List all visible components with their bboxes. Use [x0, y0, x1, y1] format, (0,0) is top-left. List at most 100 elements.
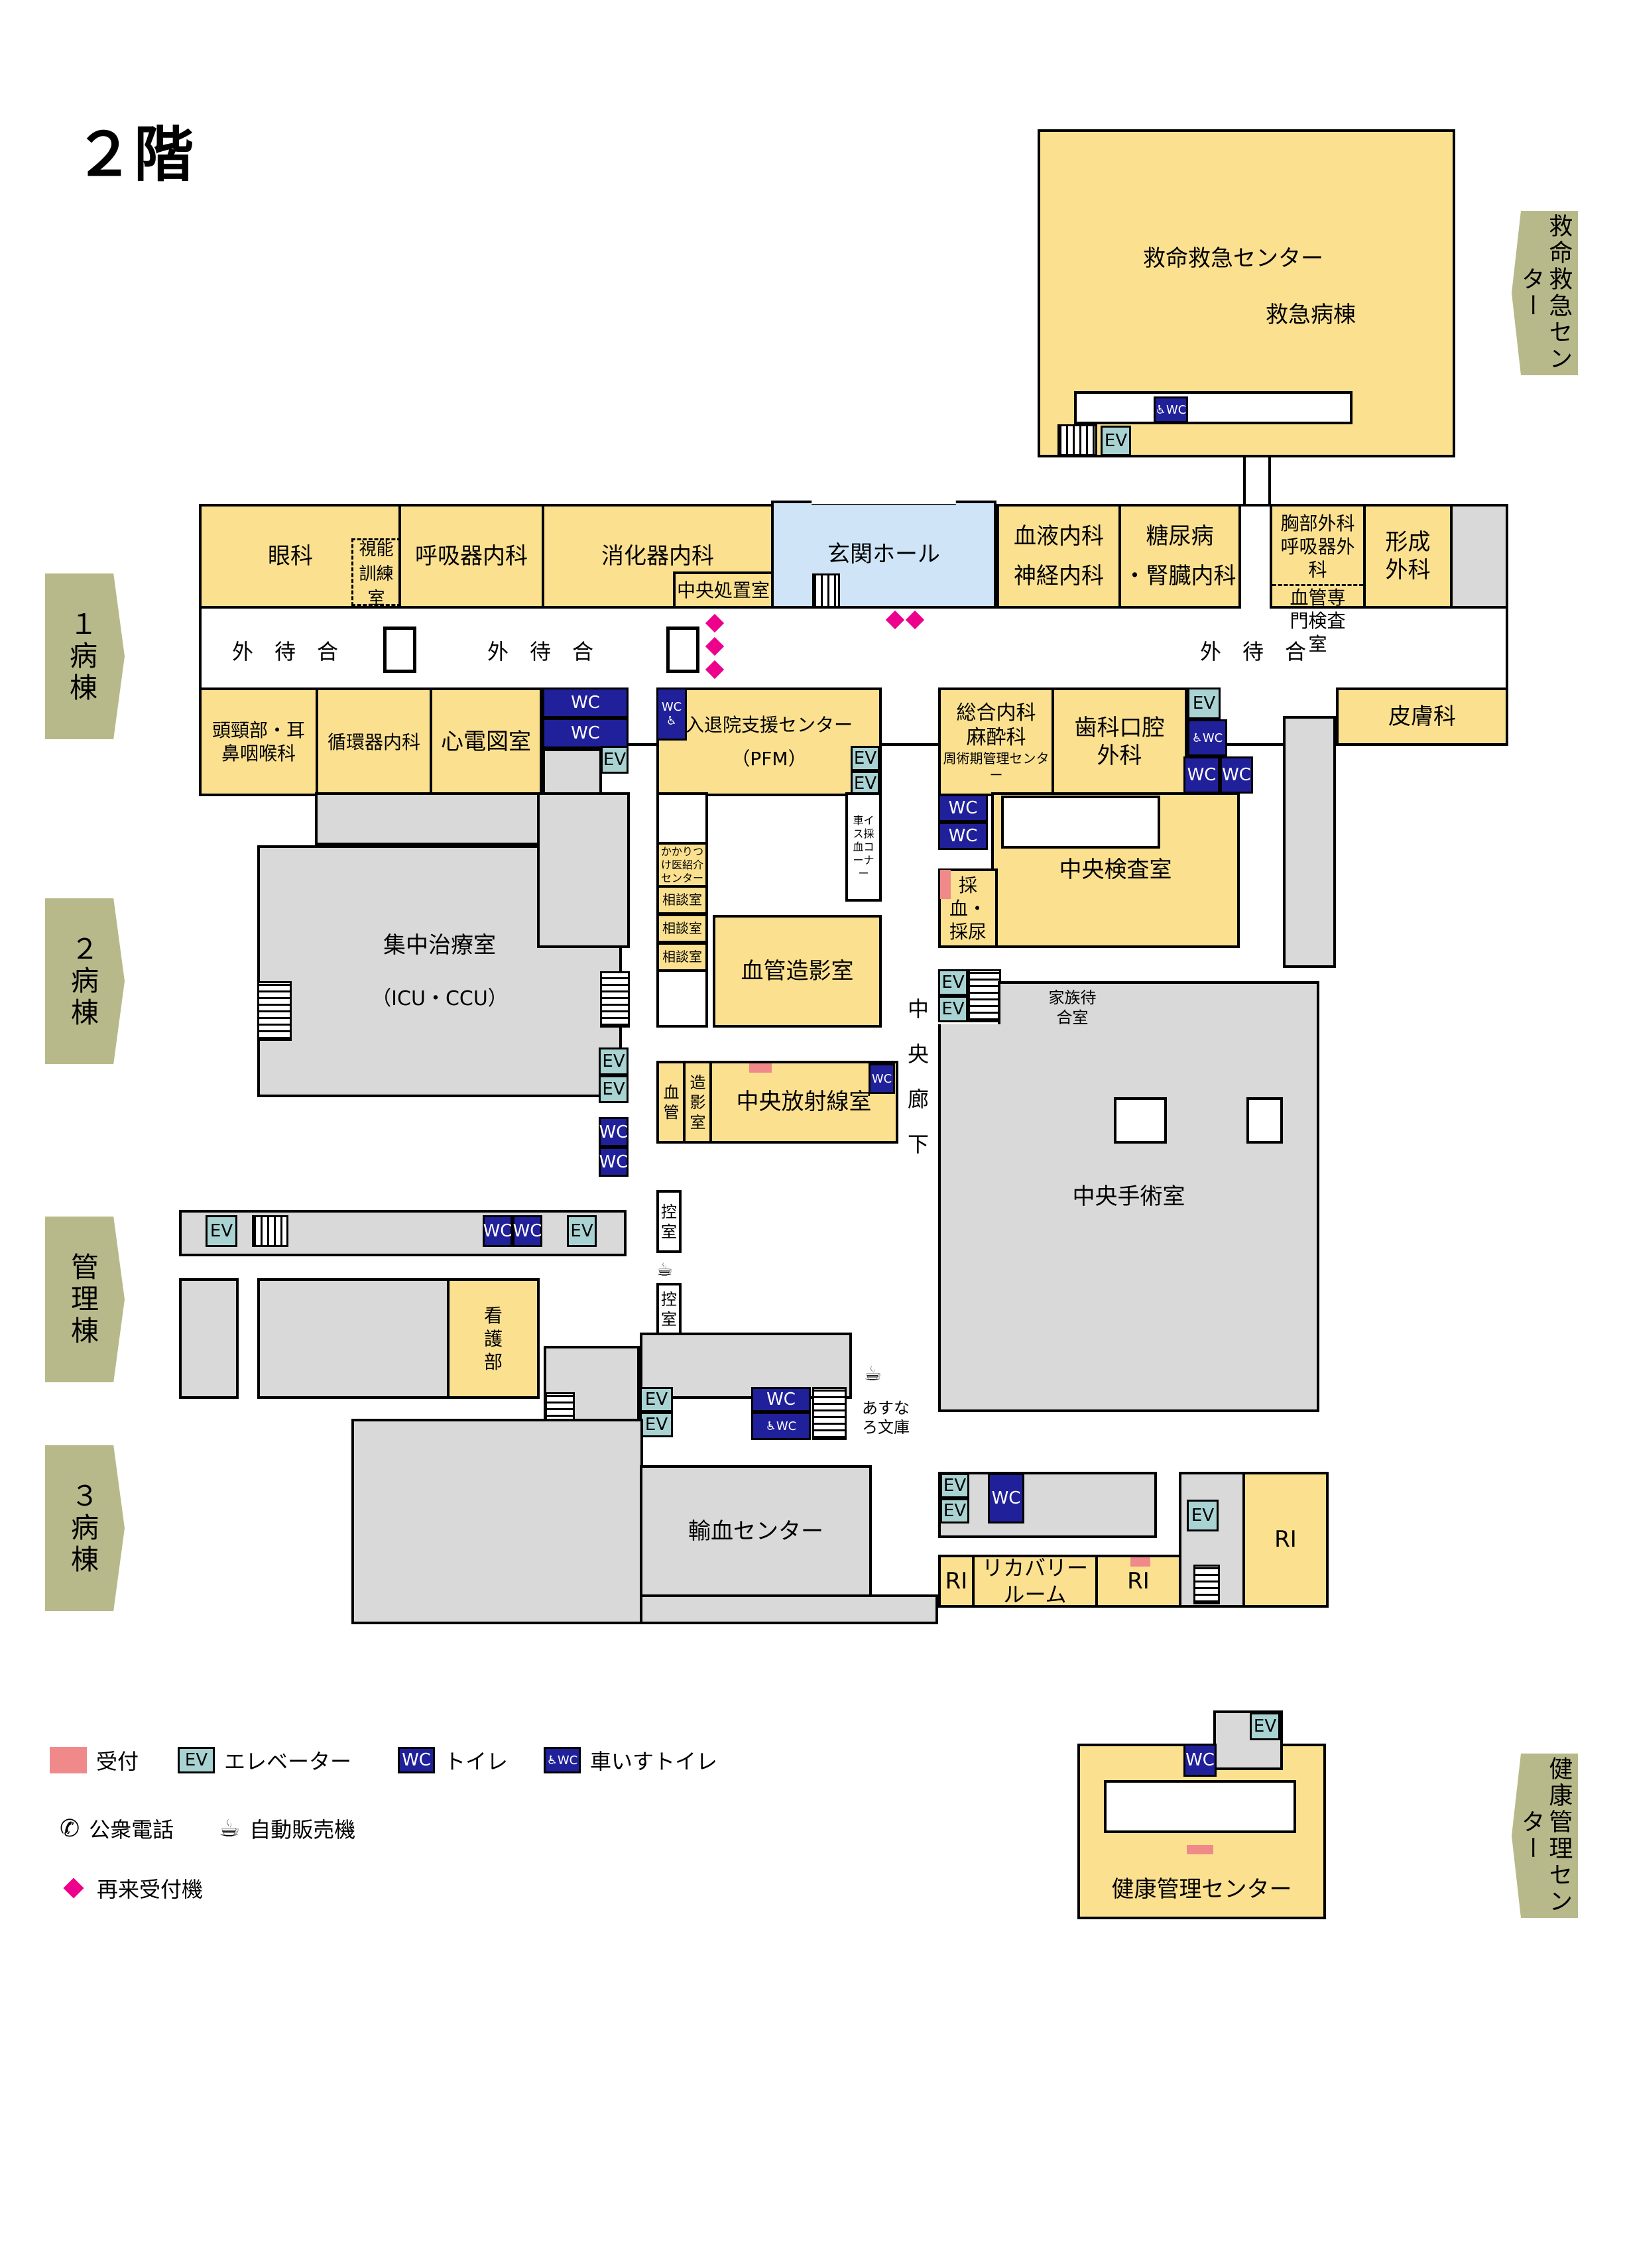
stairs-admin — [252, 1215, 288, 1247]
reception-health[interactable] — [1187, 1845, 1213, 1854]
tab-ward2[interactable]: ２ 病 棟 — [45, 898, 125, 1064]
wc-health[interactable]: WC — [1183, 1744, 1217, 1777]
ev-recovery-2[interactable]: EV — [940, 1498, 969, 1523]
ev-health[interactable]: EV — [1250, 1712, 1280, 1740]
dermatology-label: 皮膚科 — [1388, 703, 1456, 730]
room-hematology-neuro[interactable]: 血液内科 神経内科 — [996, 504, 1121, 609]
ev-ri[interactable]: EV — [1187, 1500, 1219, 1531]
tab-ward3[interactable]: ３ 病 棟 — [45, 1445, 125, 1611]
room-central-surgery[interactable]: 中央手術室 — [938, 981, 1319, 1412]
ev-center-1[interactable]: EV — [599, 1047, 629, 1075]
wc-dental-1[interactable]: WC — [1183, 756, 1220, 794]
wc-radiology[interactable]: WC — [869, 1063, 895, 1094]
room-consult-1[interactable]: 相談室 — [656, 885, 708, 915]
room-pfm[interactable]: 入退院支援センター （PFM） — [656, 687, 882, 796]
room-general-medicine[interactable]: 総合内科 麻酔科 周術期管理センター — [938, 687, 1054, 796]
room-ecg[interactable]: 心電図室 — [430, 687, 542, 796]
room-recovery[interactable]: リカバリールーム — [972, 1555, 1098, 1608]
wheelchair-blood-label: 車イス採血コーナー — [853, 813, 874, 880]
tab-health[interactable]: 健康管理センター — [1512, 1754, 1578, 1918]
room-central-radiology[interactable]: 中央放射線室 — [709, 1061, 898, 1144]
family-doctor-label: かかりつけ医紹介センター — [660, 845, 704, 884]
room-consult-2[interactable]: 相談室 — [656, 914, 708, 943]
ev-dental[interactable]: EV — [1187, 687, 1221, 719]
room-nursing[interactable]: 看護部 — [447, 1278, 540, 1399]
room-transfusion[interactable]: 輸血センター — [640, 1465, 872, 1598]
wc-admin-2[interactable]: WC — [512, 1215, 542, 1247]
room-respiratory[interactable]: 呼吸器内科 — [398, 504, 544, 609]
wc-lab-1[interactable]: WC — [938, 794, 988, 822]
stairs-icu-2 — [600, 971, 630, 1028]
room-ri-2[interactable]: RI — [1095, 1555, 1181, 1608]
wheelchair-wc-dental-label: WC — [1202, 731, 1223, 745]
ev-recovery-1[interactable]: EV — [940, 1473, 969, 1498]
room-diabetes-nephro[interactable]: 糖尿病 ・腎臓内科 — [1118, 504, 1241, 609]
tab-ward1[interactable]: １ 病 棟 — [45, 573, 125, 739]
room-dermatology[interactable]: 皮膚科 — [1336, 687, 1508, 746]
room-waiting-1[interactable]: 控室 — [656, 1190, 682, 1253]
room-contrast[interactable]: 造影室 — [683, 1061, 713, 1144]
entrance-hall[interactable]: 玄関ホール — [771, 501, 996, 609]
vision-training-room[interactable]: 視能訓練室 — [351, 538, 401, 609]
tab-emergency-label: 救命救急センター — [1518, 213, 1573, 373]
wc-dental-2[interactable]: WC — [1220, 756, 1253, 794]
ri3-label: RI — [1274, 1526, 1297, 1553]
stairs-lower — [812, 1387, 847, 1440]
ev-admin-1[interactable]: EV — [206, 1215, 237, 1247]
ev-emergency[interactable]: EV — [1101, 426, 1131, 456]
legend-toilet-swatch: WC — [398, 1747, 435, 1773]
area-lower-center — [640, 1333, 852, 1399]
area-wheelchair-blood[interactable]: 車イス採血コーナー — [845, 792, 882, 902]
wc-admin-1[interactable]: WC — [483, 1215, 512, 1247]
room-vascular[interactable]: 血管 — [656, 1061, 686, 1144]
reception-ri[interactable] — [1130, 1557, 1150, 1567]
wheelchair-wc-lower-label: WC — [776, 1419, 797, 1433]
room-plastic-surgery[interactable]: 形成外科 — [1363, 504, 1453, 609]
wc-ecg-2[interactable]: WC — [542, 718, 629, 748]
tab-admin[interactable]: 管 理 棟 — [45, 1217, 125, 1382]
room-ri-1[interactable]: RI — [938, 1555, 975, 1608]
ev-lower-1[interactable]: EV — [640, 1387, 673, 1412]
ri1-label: RI — [945, 1567, 968, 1594]
room-dental[interactable]: 歯科口腔外科 — [1052, 687, 1187, 796]
wc-center-2[interactable]: WC — [599, 1147, 629, 1177]
ev-pfm-2[interactable]: EV — [851, 771, 880, 796]
room-ent[interactable]: 頭頸部・耳鼻咽喉科 — [199, 687, 318, 796]
wheelchair-wc-lower[interactable]: ♿WC — [751, 1412, 811, 1440]
thoracic-label: 胸部外科 — [1280, 512, 1355, 534]
ev-center-2[interactable]: EV — [599, 1075, 629, 1103]
wheelchair-wc-emergency[interactable]: ♿WC — [1154, 396, 1188, 423]
tab-emergency[interactable]: 救命救急センター — [1512, 211, 1578, 375]
cardiology-label: 循環器内科 — [327, 731, 420, 753]
wc-ecg-1[interactable]: WC — [542, 687, 629, 718]
reception-lab[interactable] — [940, 870, 951, 899]
central-lab-label: 中央検査室 — [1059, 857, 1172, 884]
wheelchair-wc-pfm[interactable]: WC♿ — [656, 687, 687, 741]
legend-payphone: ✆ 公衆電話 — [60, 1813, 174, 1844]
reception-radiology[interactable] — [749, 1063, 772, 1073]
emergency-ward-label: 救急病棟 — [1266, 302, 1356, 328]
wc-lower[interactable]: WC — [751, 1387, 811, 1412]
room-consult-3[interactable]: 相談室 — [656, 942, 708, 972]
ev-family-1[interactable]: EV — [938, 969, 968, 996]
room-cardiology[interactable]: 循環器内科 — [316, 687, 432, 796]
room-angio[interactable]: 血管造影室 — [713, 915, 882, 1028]
room-family-doctor[interactable]: かかりつけ医紹介センター — [656, 842, 708, 888]
wc-lab-2[interactable]: WC — [938, 822, 988, 850]
ev-admin-2[interactable]: EV — [567, 1215, 597, 1247]
ev-family-2[interactable]: EV — [938, 996, 968, 1022]
ev-ecg[interactable]: EV — [601, 746, 629, 774]
wc-center-1[interactable]: WC — [599, 1117, 629, 1147]
entrance-hall-label: 玄関ホール — [827, 541, 940, 568]
room-central-treatment[interactable]: 中央処置室 — [673, 571, 774, 609]
ev-lower-2[interactable]: EV — [640, 1412, 673, 1437]
ev-pfm-1[interactable]: EV — [851, 746, 880, 771]
room-ri-3[interactable]: RI — [1242, 1472, 1329, 1608]
room-thoracic[interactable]: 胸部外科 呼吸器外科 血管専門検査室 — [1270, 504, 1366, 655]
wheelchair-wc-dental[interactable]: ♿WC — [1187, 719, 1227, 756]
legend-revisit: 再来受付機 — [60, 1873, 203, 1903]
wc-recovery[interactable]: WC — [988, 1473, 1024, 1523]
room-waiting-2[interactable]: 控室 — [656, 1283, 682, 1336]
pillar-2 — [666, 627, 699, 673]
legend-wheelchair-toilet: ♿WC 車いすトイレ — [544, 1745, 717, 1775]
